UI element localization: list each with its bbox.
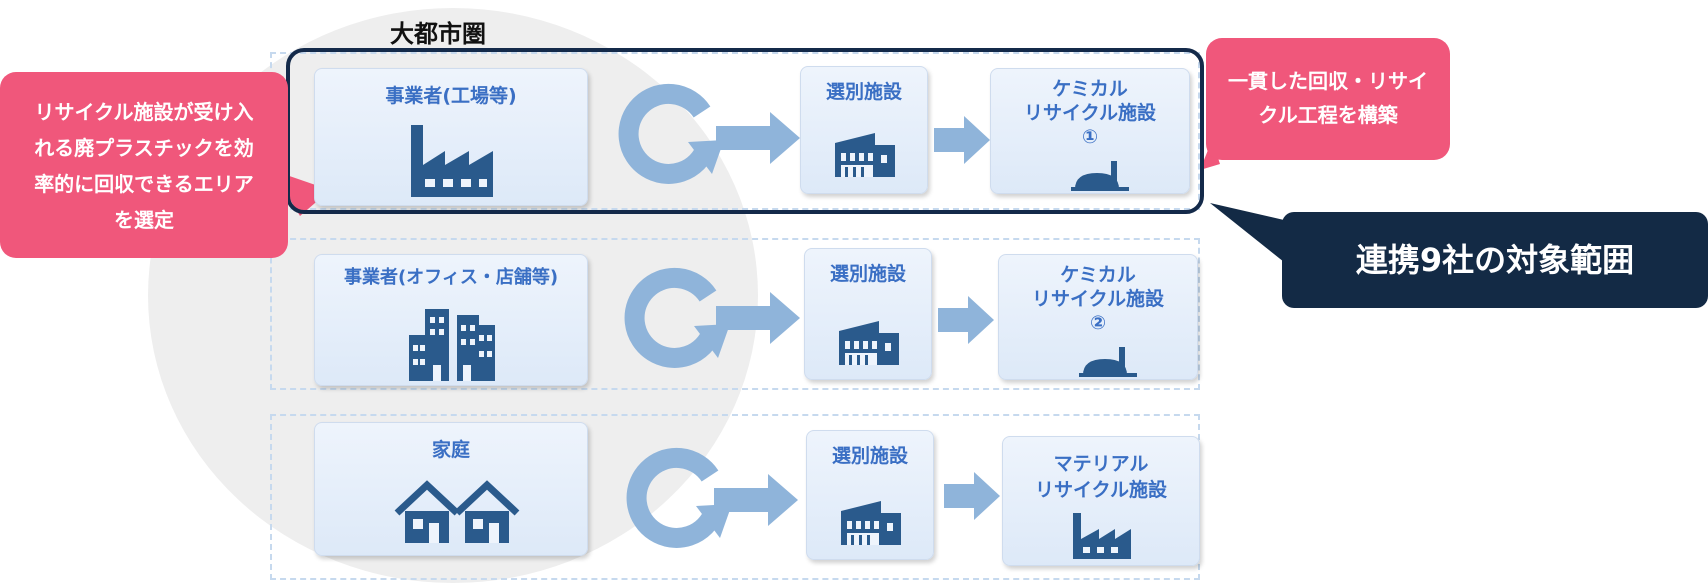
sorting-box-3: 選別施設 [806, 430, 934, 560]
sorting-label: 選別施設 [829, 263, 906, 285]
sorting-box-1: 選別施設 [800, 66, 928, 194]
houses-icon [393, 479, 523, 543]
scope-callout-tail [1210, 203, 1284, 262]
source-box-office: 事業者(オフィス・店舗等) [314, 254, 588, 386]
recycle-box-chemical-2: ケミカル リサイクル施設 ② [998, 254, 1198, 380]
building-icon [841, 501, 901, 545]
factory-icon [407, 121, 497, 197]
source-label: 家庭 [431, 439, 470, 461]
building-icon [839, 321, 899, 365]
arrow-to-sorting-2 [716, 292, 800, 344]
chemical-plant-icon [1071, 161, 1129, 191]
area-selection-callout: リサイクル施設が受け入 れる廃プラスチックを効 率的に回収できるエリア を選定 [0, 72, 288, 258]
row-frame-2 [270, 238, 1200, 390]
process-callout: 一貫した回収・リサイ クル工程を構築 [1206, 38, 1450, 160]
arrow-to-recycle-2 [938, 296, 994, 344]
factory-icon [1071, 511, 1133, 559]
recycle-label: ケミカル リサイクル施設 ② [1031, 264, 1165, 334]
recycle-box-chemical-1: ケミカル リサイクル施設 ① [990, 68, 1190, 194]
building-icon [835, 133, 895, 177]
source-box-household: 家庭 [314, 422, 588, 556]
sorting-label: 選別施設 [831, 445, 908, 467]
source-label: 事業者(工場等) [385, 85, 517, 107]
recycle-label: ケミカル リサイクル施設 ① [1023, 78, 1157, 148]
recycle-box-material: マテリアル リサイクル施設 [1002, 436, 1200, 566]
sorting-label: 選別施設 [825, 81, 902, 103]
scope-callout: 連携9社の対象範囲 [1282, 212, 1708, 308]
arrow-to-recycle-3 [944, 472, 1000, 520]
scope-highlight-frame [286, 48, 1204, 214]
office-buildings-icon [407, 305, 497, 381]
recycle-label: マテリアル リサイクル施設 [1034, 453, 1168, 501]
sorting-box-2: 選別施設 [804, 248, 932, 380]
source-label: 事業者(オフィス・店舗等) [343, 267, 559, 288]
cycle-arrow-icon-2 [635, 278, 730, 358]
source-box-factory: 事業者(工場等) [314, 68, 588, 206]
metro-area-title: 大都市圏 [390, 20, 486, 48]
chemical-plant-icon [1079, 347, 1137, 377]
